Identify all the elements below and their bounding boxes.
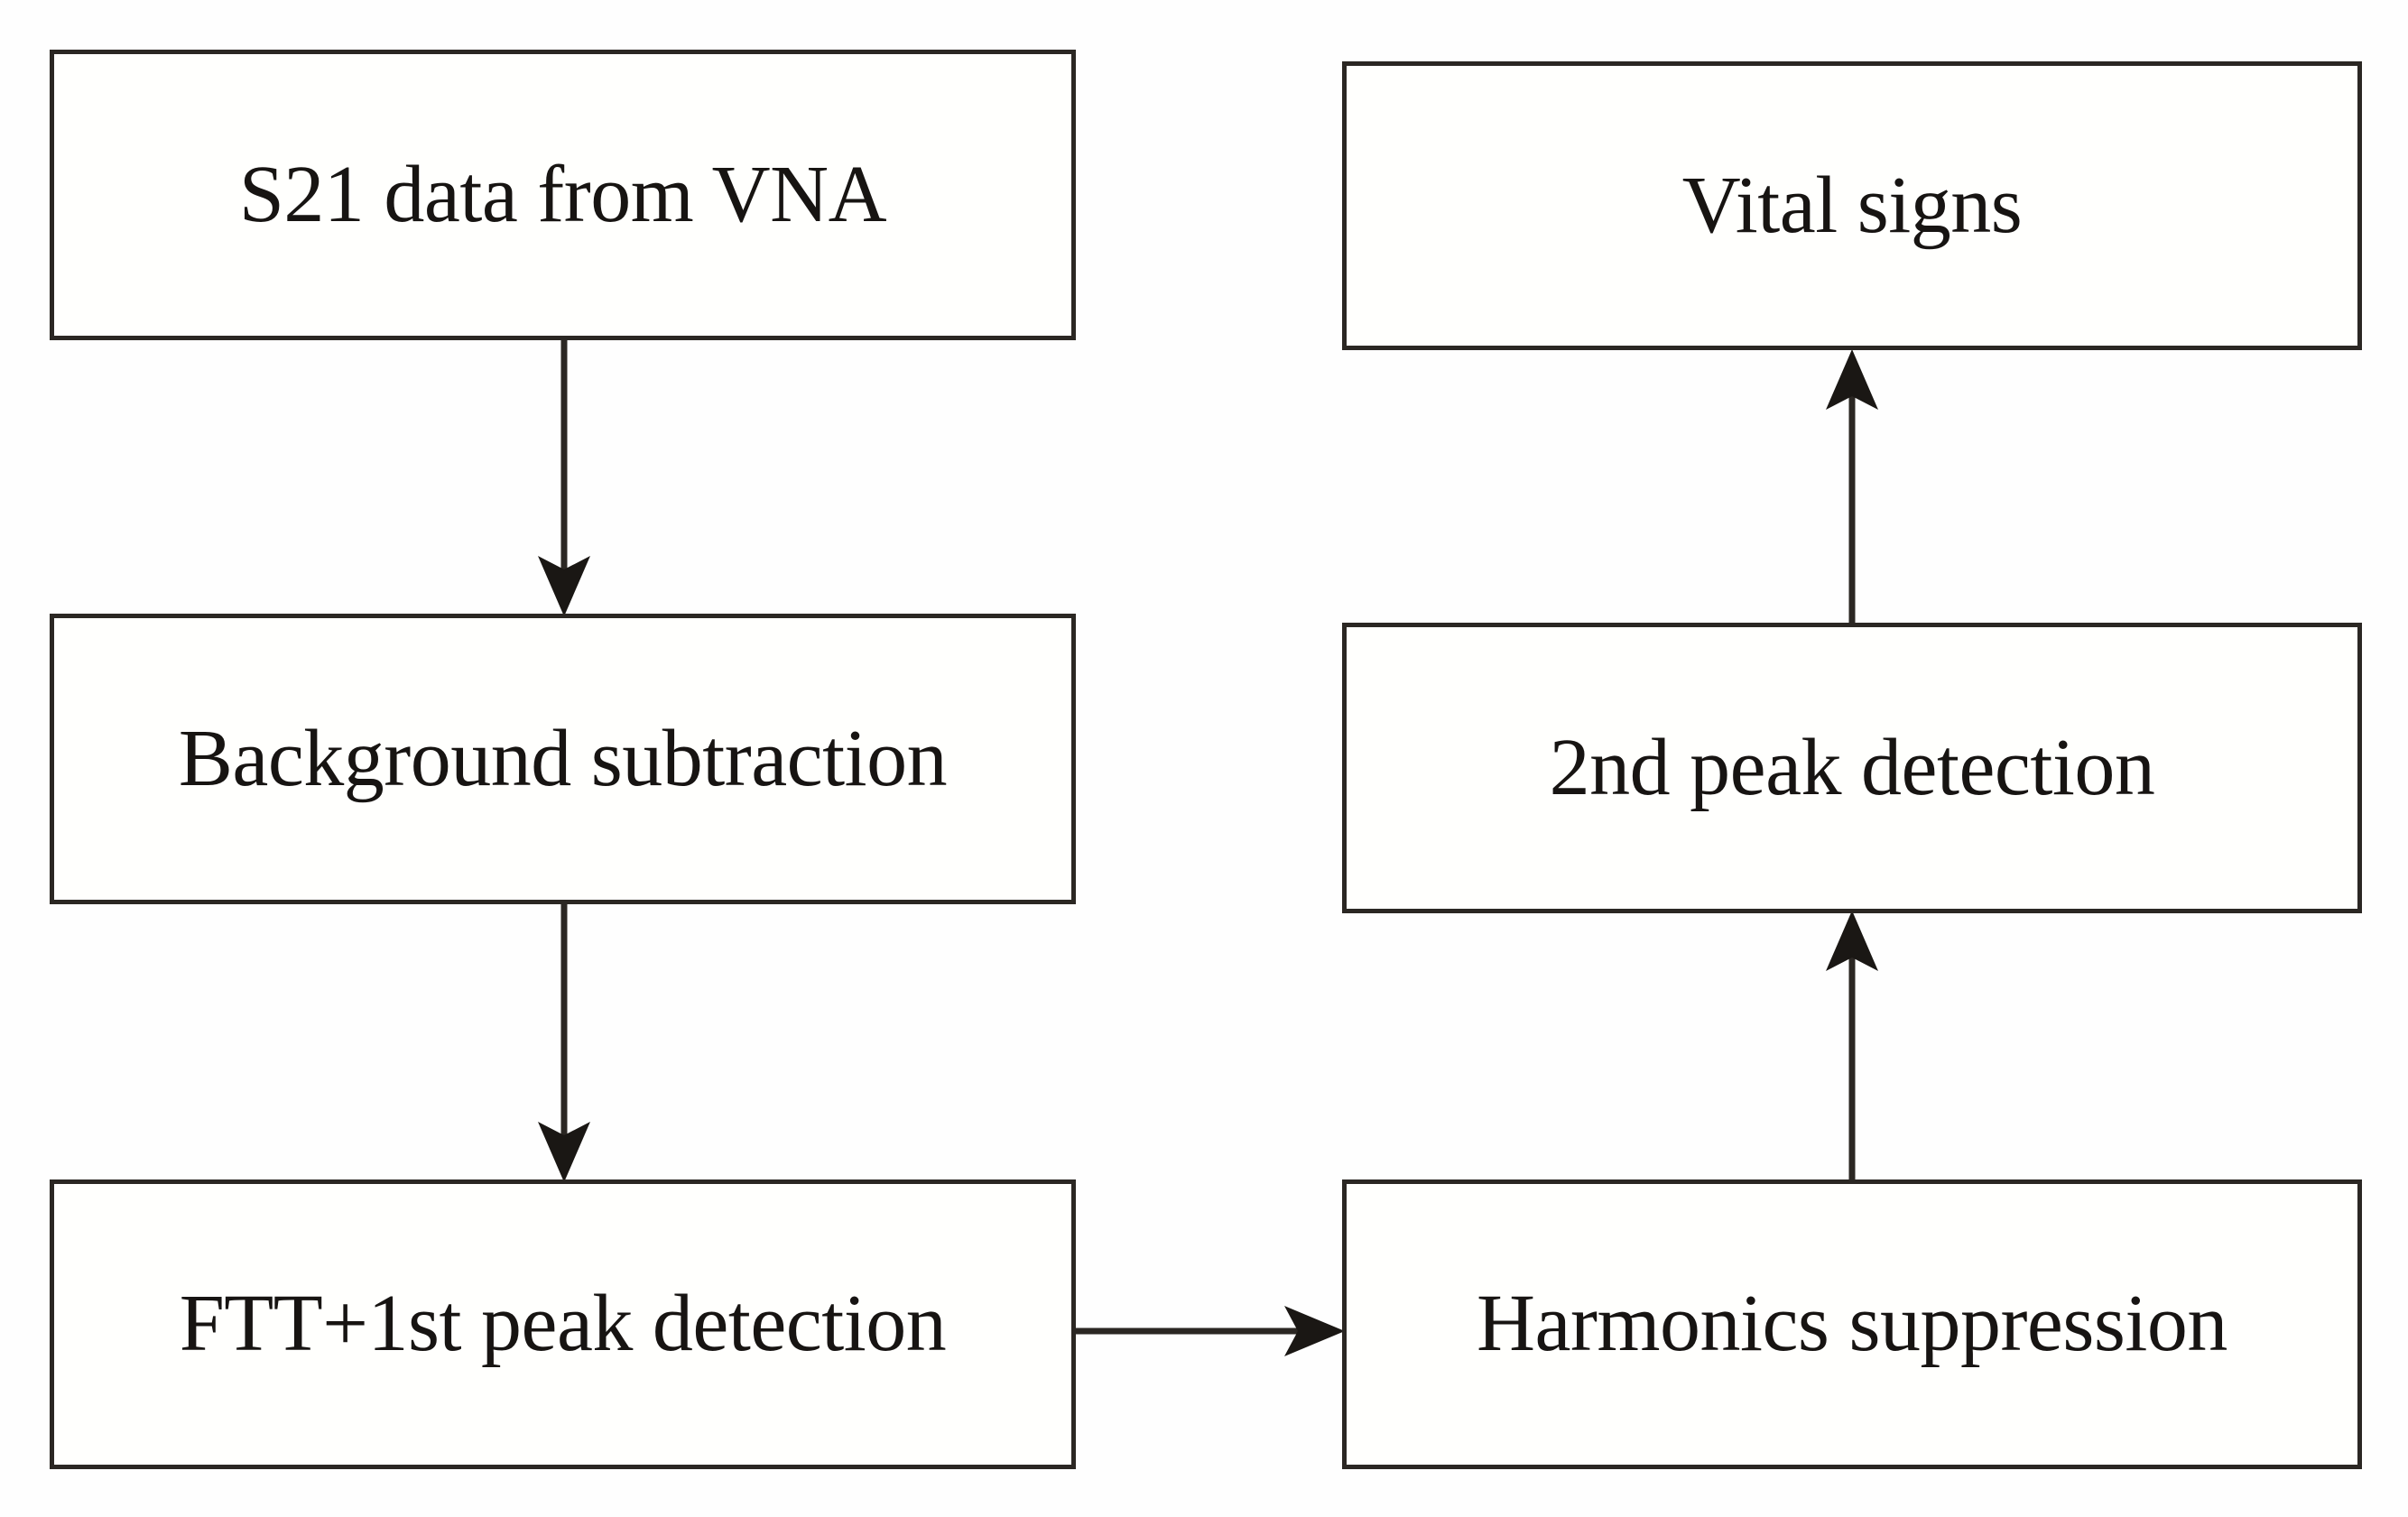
node-label-ftt-first-peak-detection: FTT+1st peak detection — [179, 1279, 947, 1369]
edge-second-peak-to-vital-signs — [1826, 349, 1878, 623]
edge-background-to-ftt — [538, 904, 590, 1182]
edge-harmonics-to-second-peak — [1826, 911, 1878, 1179]
node-ftt-first-peak-detection[interactable]: FTT+1st peak detection — [50, 1179, 1076, 1469]
node-vital-signs[interactable]: Vital signs — [1342, 61, 2362, 350]
edge-s21-to-background — [538, 340, 590, 616]
node-s21-data[interactable]: S21 data from VNA — [50, 50, 1076, 340]
edge-ftt-to-harmonics — [1076, 1306, 1345, 1356]
node-second-peak-detection[interactable]: 2nd peak detection — [1342, 623, 2362, 913]
node-background-subtraction[interactable]: Background subtraction — [50, 614, 1076, 904]
node-label-background-subtraction: Background subtraction — [178, 713, 948, 803]
node-harmonics-suppression[interactable]: Harmonics suppression — [1342, 1179, 2362, 1469]
node-label-harmonics-suppression: Harmonics suppression — [1477, 1279, 2227, 1369]
node-label-vital-signs: Vital signs — [1681, 160, 2023, 250]
node-label-second-peak-detection: 2nd peak detection — [1549, 722, 2155, 812]
node-label-s21-data: S21 data from VNA — [238, 149, 887, 239]
